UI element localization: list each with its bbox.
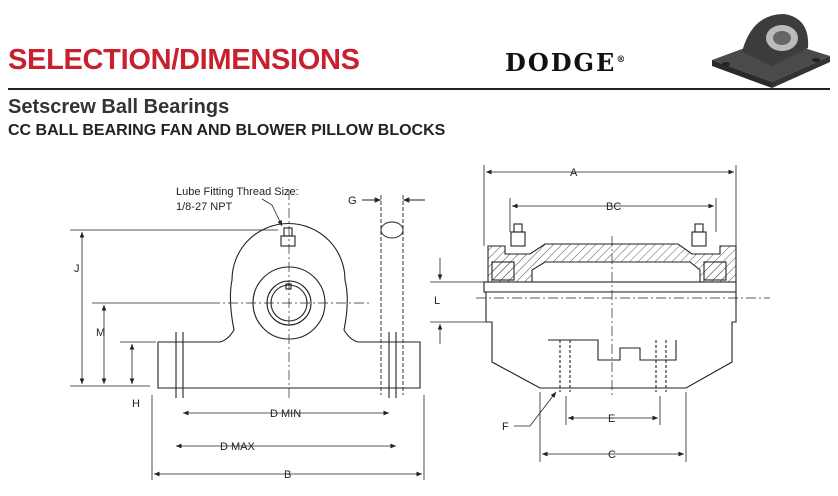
page-title: SELECTION/DIMENSIONS [8, 44, 360, 76]
dim-label-h: H [132, 398, 140, 410]
dim-label-e: E [608, 413, 615, 425]
dim-label-l: L [434, 295, 440, 307]
dim-label-a: A [570, 167, 578, 179]
dim-label-f: F [502, 421, 509, 433]
brand-logo: DODGE® [505, 48, 628, 77]
dim-label-c: C [608, 449, 616, 461]
dim-label-d-max: D MAX [220, 441, 256, 453]
g-dimension [362, 195, 425, 395]
dim-label-b: B [284, 469, 291, 481]
lube-fitting-size: 1/8-27 NPT [176, 201, 233, 213]
dim-label-j: J [74, 263, 80, 275]
dim-label-g: G [348, 195, 357, 207]
lube-fitting-label: Lube Fitting Thread Size: [176, 186, 299, 198]
side-view [157, 190, 421, 400]
product-heading: CC BALL BEARING FAN AND BLOWER PILLOW BL… [8, 122, 446, 139]
front-section-view [476, 223, 770, 395]
dim-label-m: M [96, 327, 105, 339]
dim-label-d-min: D MIN [270, 408, 301, 420]
subtitle: Setscrew Ball Bearings [8, 96, 230, 118]
header-rule [8, 88, 830, 90]
dim-label-bc: BC [606, 201, 621, 213]
